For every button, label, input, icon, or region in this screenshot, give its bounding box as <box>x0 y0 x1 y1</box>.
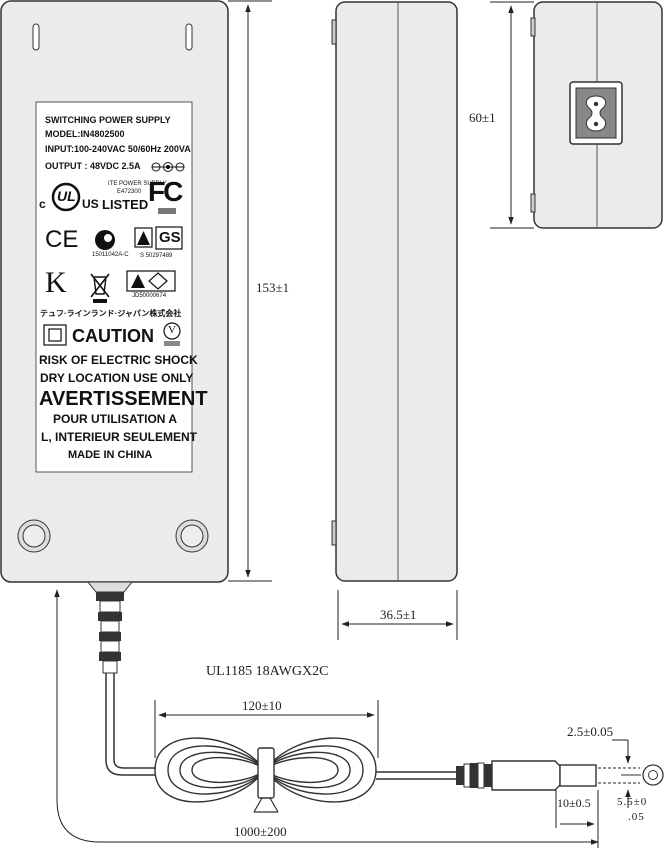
fcc-mark: FC <box>148 176 183 207</box>
dim-barrel-label-a: 5.5±0 <box>617 796 648 808</box>
gs-mark: GS <box>159 229 181 246</box>
front-slot-left <box>32 23 40 51</box>
dim-cable-1000 <box>54 589 599 848</box>
label-model: MODEL:IN4802500 <box>45 129 125 139</box>
dim-barrel-label-b: .05 <box>628 811 645 823</box>
gs-code: S 50297489 <box>140 253 173 259</box>
ccc-code: 15011042A-C <box>92 252 129 258</box>
inlet-pin-top <box>593 101 599 107</box>
caution-box-icon <box>43 324 67 346</box>
dim-length-label: 153±1 <box>256 280 290 295</box>
efficiency-v-icon <box>163 322 181 346</box>
dim-width-label: 60±1 <box>469 110 496 125</box>
dim-thickness-label: 36.5±1 <box>380 607 417 622</box>
gs-logo <box>155 226 183 250</box>
front-foot-right <box>175 519 209 553</box>
cable-tie <box>253 747 279 813</box>
ul-text-1: ITE POWER SUPPLY <box>108 181 167 187</box>
ccc-logo <box>95 230 115 250</box>
ce-mark: CE <box>45 226 79 253</box>
dc-plug <box>456 760 597 791</box>
tuv-rheinland-logo <box>126 270 176 292</box>
dim-coil-label: 120±10 <box>242 698 282 713</box>
strain-relief <box>86 581 134 674</box>
avertissement: AVERTISSEMENT <box>39 388 208 410</box>
ac-inlet-socket <box>585 95 607 132</box>
pour-text: POUR UTILISATION A <box>53 412 177 426</box>
label-output: OUTPUT : 48VDC 2.5A <box>45 161 141 171</box>
weee-bin-icon <box>90 273 110 303</box>
dc-cable <box>105 673 456 780</box>
risk-text: RISK OF ELECTRIC SHOCK <box>39 353 198 367</box>
end-clip-top <box>530 17 536 37</box>
dim-plug-label: 10±0.5 <box>557 796 591 810</box>
interieur-text: L, INTERIEUR SEULEMENT <box>41 430 198 444</box>
polarity-icon <box>151 162 185 172</box>
ul-mark: UL <box>57 188 76 204</box>
dim-length-153 <box>228 0 272 582</box>
fcc-hatch <box>158 208 176 214</box>
dim-plug-10 <box>555 790 595 828</box>
ul-logo <box>51 182 81 212</box>
inlet-pin-bottom <box>593 121 599 127</box>
dim-width-60 <box>490 1 534 229</box>
adapter-side-body <box>335 1 458 582</box>
caution-heading: CAUTION <box>72 326 154 346</box>
side-clip-bottom <box>331 520 337 546</box>
japan-text: テュフ·ラインランド·ジャパン株式会社 <box>40 309 182 318</box>
dim-cable-label: 1000±200 <box>234 824 287 839</box>
barrel-end-icon <box>621 764 664 786</box>
dim-pin-label: 2.5±0.05 <box>567 724 614 739</box>
made-text: MADE IN CHINA <box>68 449 153 461</box>
label-input: INPUT:100-240VAC 50/60Hz 200VA <box>45 144 191 154</box>
jd-code: JD50000674 <box>132 293 167 299</box>
end-clip-bottom <box>530 193 536 213</box>
dim-pin-2_5 <box>598 739 640 808</box>
front-slot-right <box>185 23 193 51</box>
cable-spec-label: UL1185 18AWGX2C <box>206 664 329 679</box>
side-clip-top <box>331 19 337 45</box>
efficiency-v: V <box>168 324 176 336</box>
ul-listed: LISTED <box>102 197 149 212</box>
label-title: SWITCHING POWER SUPPLY <box>45 115 171 125</box>
ul-c: c <box>39 197 46 211</box>
ul-text-2: E472300 <box>117 189 142 195</box>
dry-text: DRY LOCATION USE ONLY <box>40 371 194 385</box>
kc-mark: K <box>45 266 67 299</box>
tuv-logo <box>134 227 153 248</box>
front-foot-left <box>17 519 51 553</box>
ul-us: US <box>82 197 99 211</box>
